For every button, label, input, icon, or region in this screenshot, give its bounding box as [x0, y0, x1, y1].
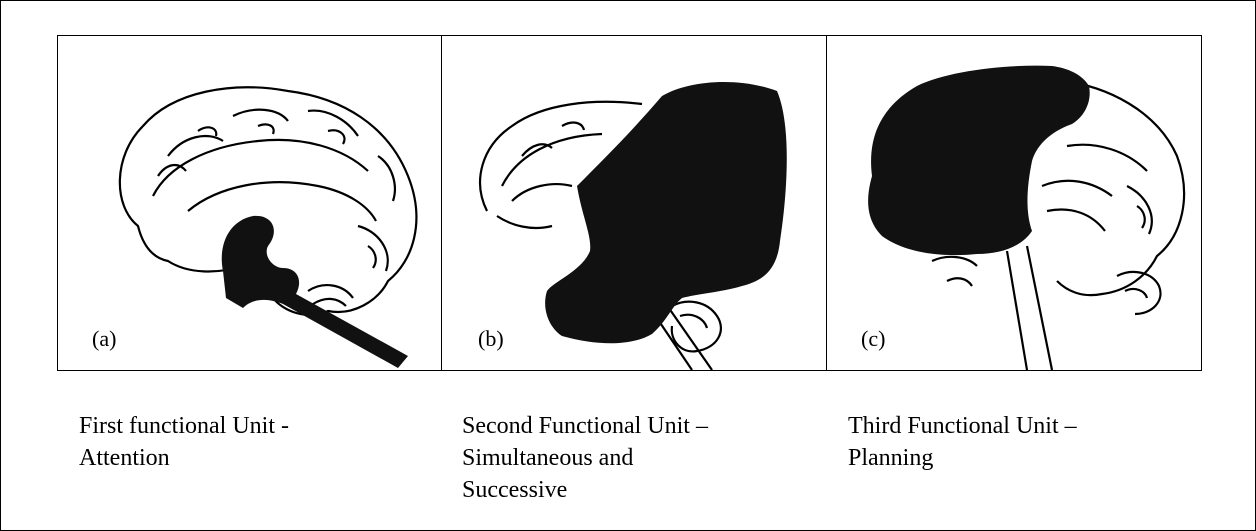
caption-b-line-3: Successive	[462, 474, 792, 506]
caption-b-line-1: Second Functional Unit –	[462, 410, 792, 442]
caption-a-line-1: First functional Unit -	[79, 410, 409, 442]
panel-a: (a)	[57, 35, 443, 371]
caption-c-line-2: Planning	[848, 442, 1178, 474]
panel-b: (b)	[441, 35, 828, 371]
panel-label-c: (c)	[861, 326, 885, 352]
caption-c-line-1: Third Functional Unit –	[848, 410, 1178, 442]
brain-illustration-b	[442, 36, 827, 370]
panel-label-a: (a)	[92, 326, 116, 352]
caption-c: Third Functional Unit – Planning	[848, 410, 1178, 474]
brain-illustration-c	[827, 36, 1201, 370]
panel-c: (c)	[826, 35, 1202, 371]
caption-a-line-2: Attention	[79, 442, 409, 474]
caption-a: First functional Unit - Attention	[79, 410, 409, 474]
panel-label-b: (b)	[478, 326, 504, 352]
caption-b-line-2: Simultaneous and	[462, 442, 792, 474]
caption-b: Second Functional Unit – Simultaneous an…	[462, 410, 792, 506]
brain-illustration-a	[58, 36, 442, 370]
